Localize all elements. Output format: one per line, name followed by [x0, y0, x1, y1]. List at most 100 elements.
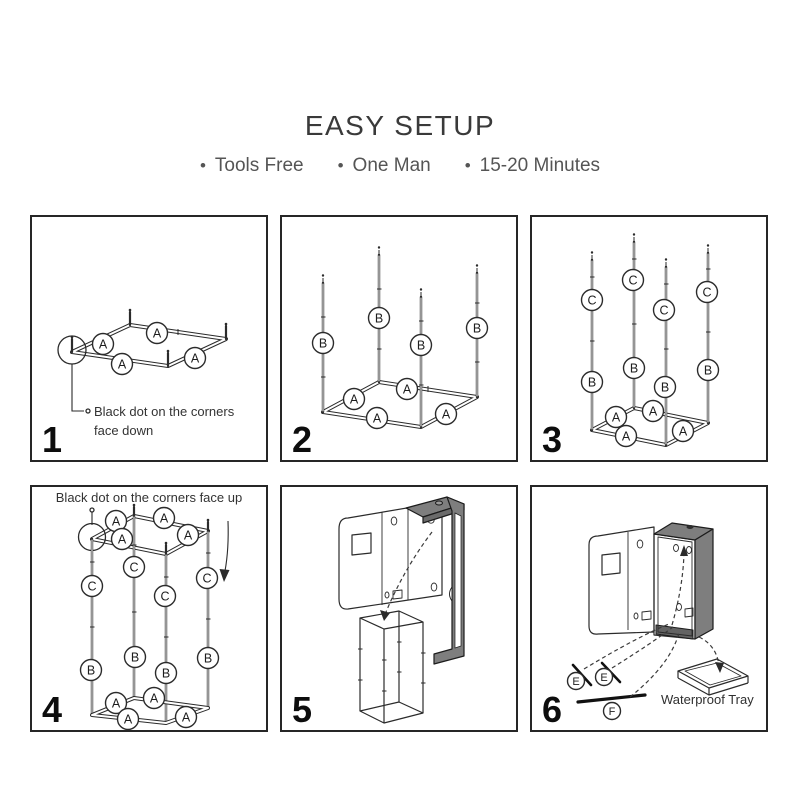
- part-marker-a: A: [110, 352, 134, 376]
- marker-letter: B: [319, 337, 327, 351]
- part-marker-a: A: [604, 405, 628, 429]
- tent-box: [653, 522, 714, 640]
- marker-circle: [154, 661, 178, 685]
- marker-letter: B: [204, 652, 212, 666]
- part-marker-e: E: [566, 671, 586, 691]
- marker-circle: [602, 701, 622, 721]
- part-marker-b: B: [696, 358, 720, 382]
- marker-letter: E: [600, 672, 607, 684]
- marker-letter: A: [622, 430, 631, 444]
- marker-letter: A: [99, 338, 108, 352]
- marker-letter: B: [588, 376, 596, 390]
- step-panel-4: Black dot on the corners face up: [30, 485, 268, 732]
- marker-letter: A: [153, 327, 162, 341]
- marker-letter: A: [403, 383, 412, 397]
- step-panel-1: A A A A Black dot on the corners face do…: [30, 215, 268, 462]
- marker-letter: C: [702, 286, 711, 300]
- marker-circle: [142, 686, 166, 710]
- steps-grid: A A A A Black dot on the corners face do…: [30, 215, 768, 732]
- part-marker-b: B: [367, 306, 391, 330]
- step-1-diagram: A A A A Black dot on the corners face do…: [57, 308, 235, 438]
- marker-circle: [594, 667, 614, 687]
- marker-circle: [465, 316, 489, 340]
- marker-circle: [696, 358, 720, 382]
- marker-letter: B: [661, 381, 669, 395]
- marker-circle: [395, 377, 419, 401]
- step-panel-3: A A A A B B B B C C C C 3: [530, 215, 768, 462]
- part-marker-b: B: [154, 661, 178, 685]
- bullet-icon: •: [464, 156, 471, 175]
- marker-letter: C: [87, 580, 96, 594]
- marker-circle: [671, 419, 695, 443]
- corner-stub: [70, 308, 228, 368]
- marker-letter: C: [202, 572, 211, 586]
- fabric-window: [351, 532, 372, 556]
- marker-circle: [695, 280, 719, 304]
- part-marker-b: B: [79, 658, 103, 682]
- part-marker-a: A: [641, 399, 665, 423]
- step-number: 4: [42, 689, 62, 730]
- part-marker-c: C: [122, 555, 146, 579]
- marker-circle: [342, 387, 366, 411]
- part-marker-b: B: [653, 375, 677, 399]
- part-marker-a: A: [110, 527, 134, 551]
- marker-circle: [195, 566, 219, 590]
- marker-letter: F: [609, 706, 616, 718]
- marker-letter: C: [160, 590, 169, 604]
- part-marker-a: A: [176, 523, 200, 547]
- frame-pole: [664, 258, 669, 447]
- marker-circle: [183, 346, 207, 370]
- part-marker-a: A: [671, 419, 695, 443]
- part-marker-a: A: [395, 377, 419, 401]
- bullet-label: One Man: [352, 155, 431, 176]
- marker-circle: [580, 370, 604, 394]
- tent-fabric: [588, 526, 655, 635]
- part-marker-a: A: [174, 705, 198, 729]
- bullet-item: • One Man: [338, 155, 431, 177]
- marker-circle: [614, 424, 638, 448]
- step-6-diagram: E E F Waterproof Tray: [566, 522, 754, 721]
- marker-circle: [604, 405, 628, 429]
- marker-circle: [653, 375, 677, 399]
- part-marker-a: A: [116, 707, 140, 730]
- part-marker-b: B: [311, 331, 335, 355]
- marker-circle: [145, 321, 169, 345]
- frame-pole: [206, 529, 211, 710]
- marker-letter: A: [112, 515, 121, 529]
- bullet-item: •Tools Free: [200, 155, 304, 177]
- bullet-label: 15-20 Minutes: [479, 155, 601, 176]
- marker-circle: [123, 645, 147, 669]
- frame-pole: [590, 251, 595, 432]
- marker-letter: A: [442, 408, 451, 422]
- part-marker-a: A: [91, 332, 115, 356]
- marker-letter: A: [649, 405, 658, 419]
- marker-letter: C: [587, 294, 596, 308]
- bullet-icon: •: [337, 156, 344, 175]
- part-marker-a: A: [342, 387, 366, 411]
- marker-circle: [153, 584, 177, 608]
- marker-circle: [116, 707, 140, 730]
- marker-circle: [652, 298, 676, 322]
- tray-label: Waterproof Tray: [661, 692, 754, 707]
- part-marker-a: A: [183, 346, 207, 370]
- black-dot-callout: [89, 507, 95, 525]
- marker-circle: [311, 331, 335, 355]
- marker-circle: [79, 658, 103, 682]
- marker-letter: A: [118, 533, 127, 547]
- marker-circle: [110, 527, 134, 551]
- marker-letter: A: [184, 529, 193, 543]
- frame-pole: [164, 552, 169, 725]
- page-title: EASY SETUP: [304, 110, 496, 141]
- marker-letter: A: [612, 411, 621, 425]
- step-number: 6: [542, 689, 562, 730]
- caption: Black dot on the corners face up: [56, 490, 242, 505]
- part-marker-c: C: [80, 574, 104, 598]
- part-marker-a: A: [365, 406, 389, 430]
- marker-letter: B: [630, 362, 638, 376]
- marker-letter: A: [182, 711, 191, 725]
- part-marker-a: A: [142, 686, 166, 710]
- part-marker-c: C: [652, 298, 676, 322]
- fabric-side-bracket: [433, 496, 465, 665]
- frame-pole: [90, 537, 95, 717]
